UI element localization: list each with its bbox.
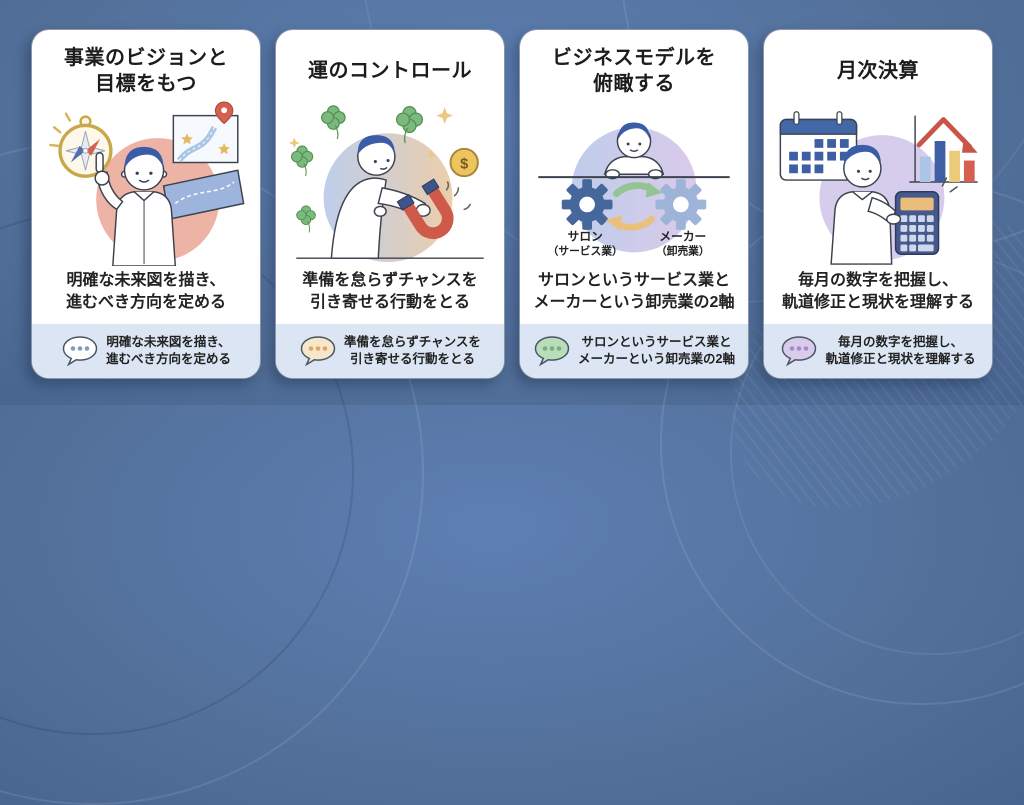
speech-bubble-icon bbox=[300, 336, 336, 367]
card-title: 事業のビジョンと 目標をもつ bbox=[32, 30, 260, 100]
man-compass-map-illustration bbox=[49, 101, 245, 266]
footer-text: 毎月の数字を把握し、 軌道修正と現状を理解する bbox=[825, 334, 976, 367]
card-title: 運のコントロール bbox=[276, 30, 504, 100]
man-magnet-illustration: $ bbox=[288, 105, 484, 263]
sparkle-icon bbox=[288, 107, 453, 160]
calculator-icon bbox=[894, 191, 940, 256]
coin-icon: $ bbox=[449, 147, 479, 178]
description-line: 毎月の数字を把握し、 bbox=[797, 271, 958, 289]
card-description: サロンというサービス業と メーカーという卸売業の2軸 bbox=[520, 266, 748, 318]
calendar-chart-calculator-illustration bbox=[779, 111, 978, 265]
man-figure bbox=[603, 122, 665, 180]
map-icon bbox=[172, 114, 239, 164]
speech-bubble-icon bbox=[534, 336, 570, 367]
title-line: ビジネスモデルを bbox=[552, 46, 716, 69]
card-row: 事業のビジョンと 目標をもつ bbox=[31, 29, 993, 379]
description-line: 軌道修正と現状を理解する bbox=[781, 294, 974, 311]
speech-bubble-icon bbox=[62, 336, 98, 367]
emphasis-lines bbox=[941, 177, 958, 193]
footer-text: 準備を怠らずチャンスを 引き寄せる行動をとる bbox=[344, 334, 481, 367]
description-line: メーカーという卸売業の2軸 bbox=[533, 294, 735, 311]
cycle-arrow-left-icon bbox=[605, 215, 655, 231]
location-pin-icon bbox=[214, 101, 234, 125]
card-footer: 明確な未来図を描き、 進むべき方向を定める bbox=[32, 324, 260, 378]
title-line: 目標をもつ bbox=[95, 73, 197, 95]
cycle-arrow-right-icon bbox=[613, 182, 663, 198]
luck-illustration: $ bbox=[276, 100, 504, 266]
speech-bubble-icon bbox=[782, 336, 817, 367]
card-monthly-closing: 月次決算 bbox=[763, 29, 993, 379]
svg-text:メーカー: メーカー bbox=[659, 231, 706, 244]
monthly-closing-illustration bbox=[764, 100, 992, 266]
card-luck-control: 運のコントロール bbox=[275, 29, 505, 379]
footer-text: サロンというサービス業と メーカーという卸売業の2軸 bbox=[578, 334, 735, 367]
description-line: サロンというサービス業と bbox=[537, 271, 730, 289]
description-line: 引き寄せる行動をとる bbox=[309, 294, 470, 311]
card-title: 月次決算 bbox=[764, 30, 992, 100]
description-line: 進むべき方向を定める bbox=[65, 294, 226, 311]
card-footer: 準備を怠らずチャンスを 引き寄せる行動をとる bbox=[276, 324, 504, 378]
card-business-vision: 事業のビジョンと 目標をもつ bbox=[31, 29, 261, 379]
bar-chart-icon bbox=[909, 115, 978, 183]
svg-text:（サービス業）: （サービス業） bbox=[548, 244, 623, 257]
man-figure bbox=[94, 146, 177, 266]
card-title: ビジネスモデルを 俯瞰する bbox=[520, 30, 748, 100]
card-description: 準備を怠らずチャンスを 引き寄せる行動をとる bbox=[276, 266, 504, 318]
pointing-hand bbox=[886, 213, 902, 225]
title-line: 事業のビジョンと bbox=[64, 46, 228, 69]
title-line: 月次決算 bbox=[837, 59, 919, 82]
footer-text: 明確な未来図を描き、 進むべき方向を定める bbox=[105, 334, 231, 367]
gear-icon-maker bbox=[655, 179, 707, 230]
man-figure bbox=[830, 144, 897, 265]
magnet-attraction-lines bbox=[445, 181, 471, 211]
card-description: 明確な未来図を描き、 進むべき方向を定める bbox=[32, 266, 260, 318]
magnet-icon bbox=[396, 178, 454, 240]
gear-icon-salon bbox=[561, 179, 613, 230]
sparkle-rays-icon bbox=[49, 112, 72, 148]
svg-text:（卸売業）: （卸売業） bbox=[656, 244, 710, 257]
card-description: 毎月の数字を把握し、 軌道修正と現状を理解する bbox=[764, 266, 992, 318]
card-footer: サロンというサービス業と メーカーという卸売業の2軸 bbox=[520, 324, 748, 378]
gears-cycle-illustration: サロン （サービス業） メーカー （卸売業） bbox=[538, 122, 730, 258]
description-line: 準備を怠らずチャンスを bbox=[302, 271, 478, 289]
card-footer: 毎月の数字を把握し、 軌道修正と現状を理解する bbox=[764, 324, 992, 378]
clover-icon bbox=[291, 105, 424, 233]
title-line: 運のコントロール bbox=[308, 59, 472, 82]
title-line: 俯瞰する bbox=[593, 73, 675, 95]
svg-text:$: $ bbox=[460, 156, 468, 172]
trend-arrow-icon bbox=[916, 117, 978, 153]
description-line: 明確な未来図を描き、 bbox=[66, 271, 226, 289]
vision-illustration bbox=[32, 100, 260, 266]
card-business-model: ビジネスモデルを 俯瞰する bbox=[519, 29, 749, 379]
gear-labels: サロン （サービス業） メーカー （卸売業） bbox=[548, 231, 710, 258]
svg-text:サロン: サロン bbox=[568, 231, 603, 244]
business-model-illustration: サロン （サービス業） メーカー （卸売業） bbox=[520, 100, 748, 266]
